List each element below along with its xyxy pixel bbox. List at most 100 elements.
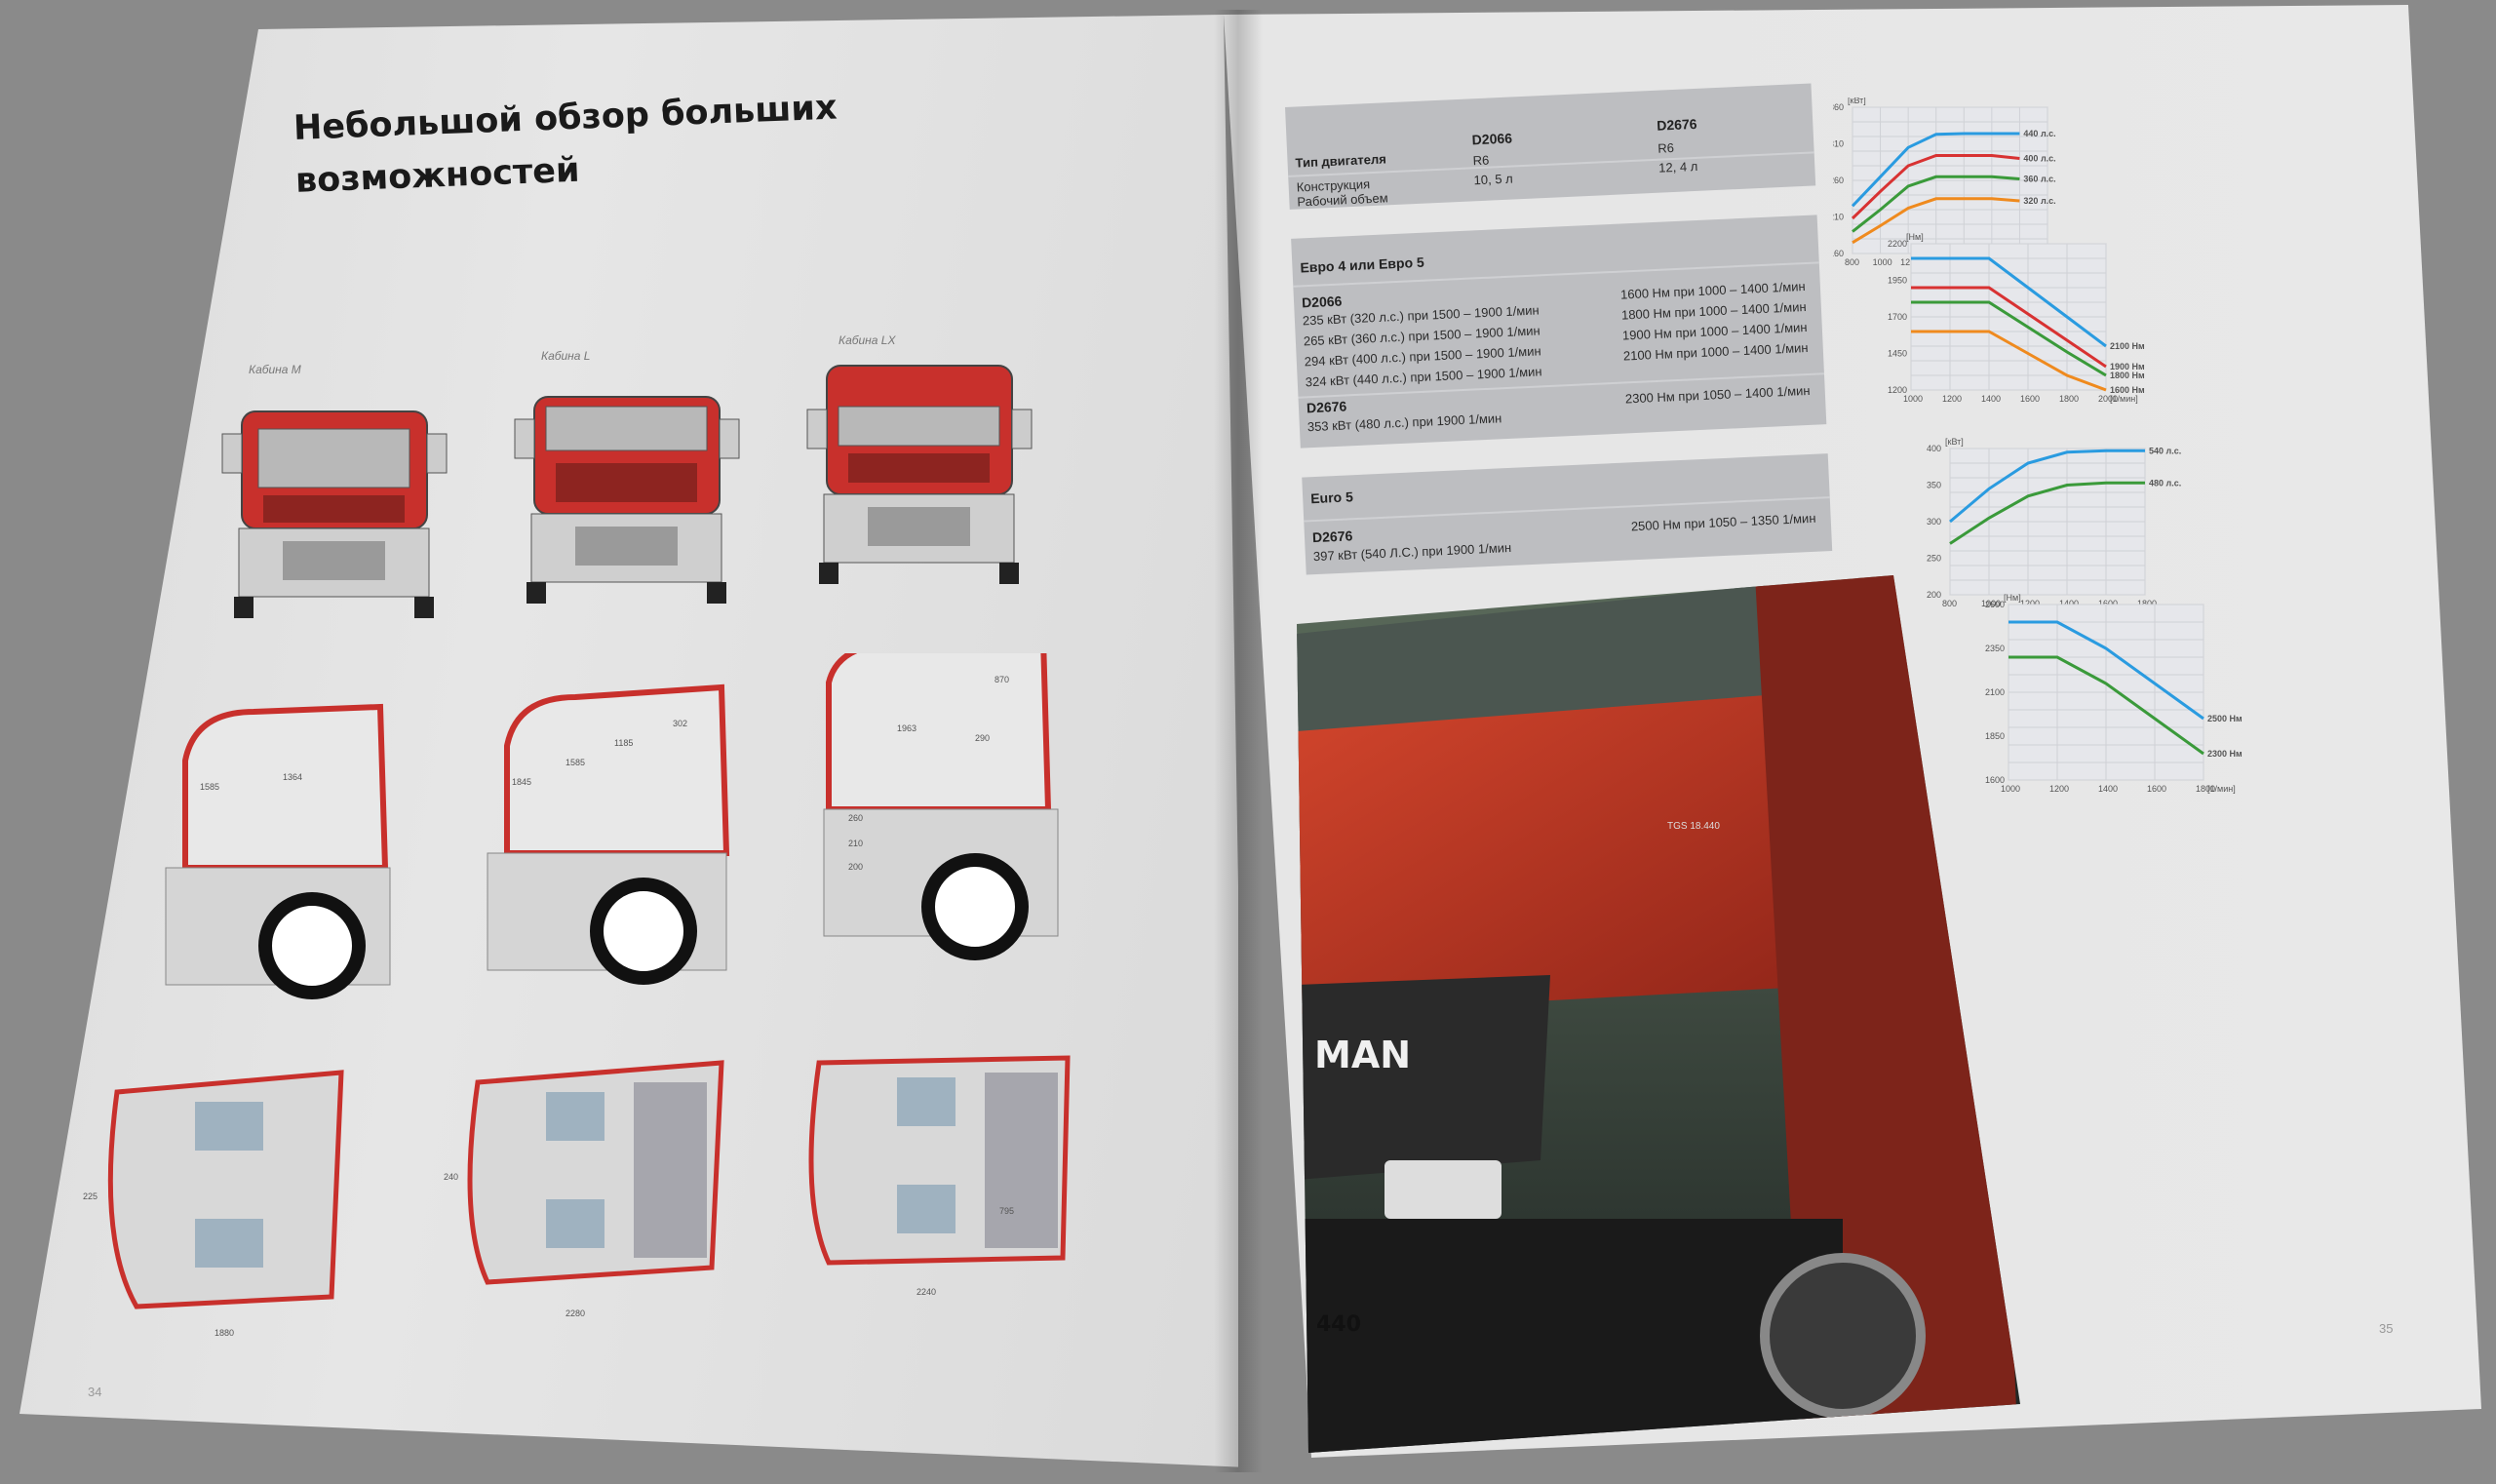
chart-2-x-tick: 1200 xyxy=(2020,599,2040,608)
group-engine-d2676: D2676 xyxy=(1306,398,1347,416)
group-engine-d2066: D2066 xyxy=(1301,293,1343,311)
page-number-right: 35 xyxy=(2379,1321,2394,1336)
chart-1-y-tick: 1200 xyxy=(1888,385,1907,395)
page-number-left: 34 xyxy=(88,1385,102,1399)
d2066-torque-4: 2100 Нм при 1000 – 1400 1/мин xyxy=(1622,339,1809,364)
chart-1-x-tick: 1600 xyxy=(2020,394,2040,404)
chart-1-series-0-label: 2100 Нм xyxy=(2110,341,2145,351)
chart-3-y-label: [Нм] xyxy=(2004,593,2021,603)
cab-front-views xyxy=(221,365,1033,618)
chart-1-x-tick: 1400 xyxy=(1981,394,2001,404)
chart-3-series-1 xyxy=(2008,655,2204,756)
cab-lx-side: 1963 870 290 260 210 200 xyxy=(823,653,1059,960)
chart-1-y-tick: 1450 xyxy=(1888,349,1907,359)
chart-0-series-0 xyxy=(1851,132,2020,208)
chart-3-y-tick: 1850 xyxy=(1985,731,2005,741)
side-dim-l-0: 1845 xyxy=(512,777,531,787)
chart-0-x-tick: 1000 xyxy=(1873,257,1892,267)
cab-m-top: 1880 225 xyxy=(83,1070,344,1338)
d2066-torque-3: 1900 Нм при 1000 – 1400 1/мин xyxy=(1621,319,1808,343)
chart-2-x-tick: 1800 xyxy=(2137,599,2157,608)
chart-2-series-0 xyxy=(1949,449,2145,524)
construction-d2676: R6 xyxy=(1657,139,1675,156)
displacement-d2066: 10, 5 л xyxy=(1473,171,1514,188)
top-dim-lx-0: 2240 xyxy=(916,1287,936,1297)
chart-2-series-1 xyxy=(1949,481,2145,545)
man-logo: MAN xyxy=(1314,1034,1411,1076)
chart-3-y-tick: 2350 xyxy=(1985,644,2005,653)
chart-2-y-tick: 350 xyxy=(1927,481,1941,490)
displacement-d2676: 12, 4 л xyxy=(1658,158,1698,176)
chart-2-series-1-label: 480 л.с. xyxy=(2149,478,2181,488)
engine-type-label: Тип двигателя xyxy=(1295,151,1387,171)
cab-l-front xyxy=(514,396,740,604)
cab-l-top: 2280 240 xyxy=(444,1060,724,1318)
side-dim-lx-5: 200 xyxy=(848,862,863,872)
chart-0-x-tick: 1200 xyxy=(1900,257,1920,267)
chart-1-series-2 xyxy=(1911,300,2107,377)
spec-table: Тип двигателя D2066 D2676 Конструкция R6… xyxy=(1285,81,1892,595)
chart-1-x-label: [1/мин] xyxy=(2110,394,2138,404)
chart-1-y-tick: 1950 xyxy=(1888,276,1907,286)
chart-2-y-tick: 300 xyxy=(1927,517,1941,527)
chart-0-series-3-label: 320 л.с. xyxy=(2023,196,2055,206)
side-dim-l-1: 1585 xyxy=(566,758,585,767)
cab-top-views: 1880 225 2280 240 2240 795 xyxy=(83,1055,1071,1338)
top-dim-l-0: 2280 xyxy=(566,1308,585,1318)
top-dim-lx-4: 795 xyxy=(999,1206,1014,1216)
euro5-engine: D2676 xyxy=(1311,527,1353,546)
euro5-torque: 2500 Нм при 1050 – 1350 1/мин xyxy=(1630,510,1816,534)
chart-1-y-tick: 2200 xyxy=(1888,239,1907,249)
chart-0-y-tick: 360 xyxy=(1833,102,1844,112)
chart-2-y-tick: 200 xyxy=(1927,590,1941,600)
chart-1-series-3 xyxy=(1911,330,2107,392)
chart-2-y-label: [кВт] xyxy=(1945,437,1964,447)
chart-3-x-tick: 1600 xyxy=(2147,784,2166,794)
chart-2-x-tick: 1400 xyxy=(2059,599,2079,608)
chart-0-series-0-label: 440 л.с. xyxy=(2023,129,2055,138)
top-dim-l-4: 240 xyxy=(444,1172,458,1182)
chart-0-y-tick: 210 xyxy=(1833,213,1844,222)
side-dim-m-0: 1585 xyxy=(200,782,219,792)
truck-photo-image: MAN 440 TGS 18.440 xyxy=(1297,575,2020,1453)
euro5-block: Euro 5 D2676 397 кВт (540 Л.С.) при 1900… xyxy=(1302,453,1833,575)
cab-l-side: 1845 1585 1185 302 xyxy=(487,683,730,985)
truck-photo: MAN 440 TGS 18.440 xyxy=(1297,575,2020,1453)
chart-3-y-tick: 2100 xyxy=(1985,687,2005,697)
chart-2-series-0-label: 540 л.с. xyxy=(2149,446,2181,455)
chart-3-y-tick: 2600 xyxy=(1985,600,2005,609)
chart-0-series-1 xyxy=(1851,154,2020,220)
side-dim-lx-3: 260 xyxy=(848,813,863,823)
chart-0-series-2-label: 360 л.с. xyxy=(2023,175,2055,184)
chart-0-y-label: [кВт] xyxy=(1848,98,1866,105)
chart-0-series-1-label: 400 л.с. xyxy=(2023,154,2055,164)
chart-3-series-0-label: 2500 Нм xyxy=(2207,714,2242,723)
chart-1-x-tick: 1200 xyxy=(1942,394,1962,404)
displacement-label: Рабочий объем xyxy=(1297,190,1388,210)
chart-3-series-1-label: 2300 Нм xyxy=(2207,749,2242,759)
engine-name-d2066: D2066 xyxy=(1471,130,1513,148)
euro5-heading: Euro 5 xyxy=(1309,488,1354,507)
chart-2-x-tick: 1600 xyxy=(2098,599,2118,608)
chart-1-y-label: [Нм] xyxy=(1906,232,1924,242)
chart-0-series-3 xyxy=(1852,197,2020,245)
chart-3-x-tick: 1400 xyxy=(2098,784,2118,794)
euro4-euro5-heading: Евро 4 или Евро 5 xyxy=(1300,254,1425,276)
chart-0-y-tick: 310 xyxy=(1833,139,1844,149)
euro4-euro5-block: Евро 4 или Евро 5 D2066 235 кВт (320 л.с… xyxy=(1291,215,1827,449)
engine-name-d2676: D2676 xyxy=(1656,115,1697,134)
d2066-torque-2: 1800 Нм при 1000 – 1400 1/мин xyxy=(1620,298,1807,323)
side-dim-m-1: 1364 xyxy=(283,772,302,782)
cab-m-side: 1585 1364 xyxy=(165,703,391,999)
chart-0-y-tick: 160 xyxy=(1833,249,1844,258)
chart-0-x-tick: 800 xyxy=(1845,257,1859,267)
chart-1-y-tick: 1700 xyxy=(1888,312,1907,322)
cab-lx-front xyxy=(806,365,1033,584)
side-dim-l-3: 302 xyxy=(673,719,687,728)
chart-1-series-1 xyxy=(1911,286,2107,369)
chart-2-y-tick: 400 xyxy=(1927,444,1941,453)
cab-label-l: Кабина L xyxy=(541,349,591,363)
chart-1-series-3-label: 1600 Нм xyxy=(2110,385,2145,395)
chart-2-x-tick: 800 xyxy=(1942,599,1957,608)
chart-3-x-tick: 1200 xyxy=(2049,784,2069,794)
